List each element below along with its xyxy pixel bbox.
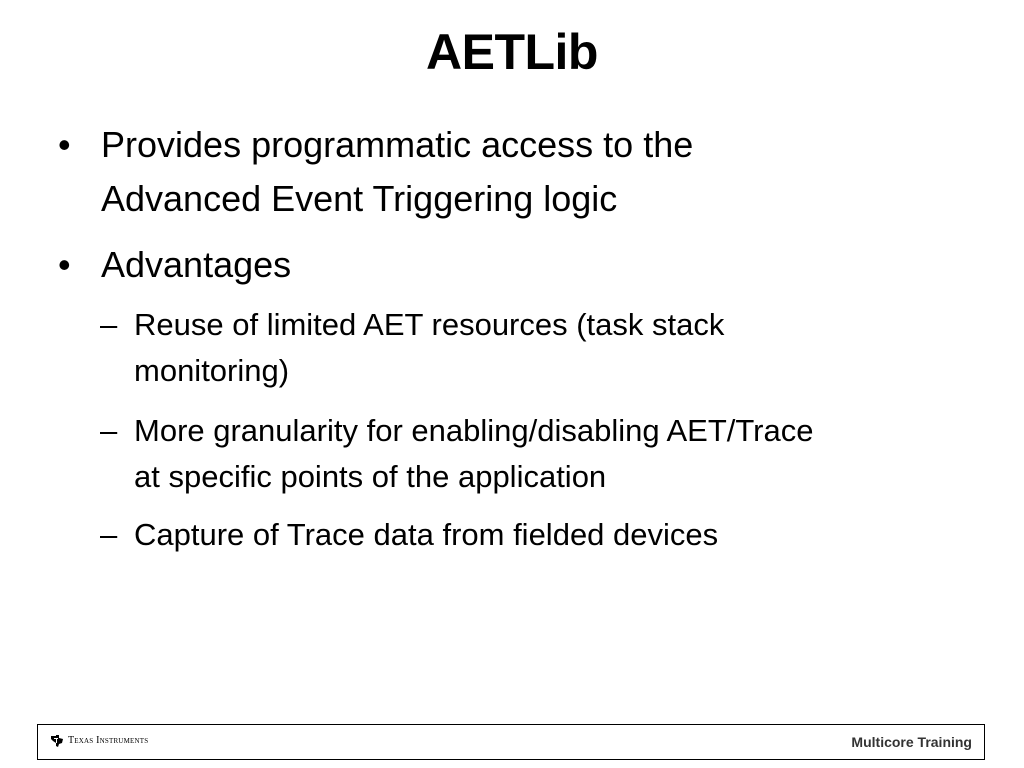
footer-course-title: Multicore Training (851, 734, 972, 750)
bullet-text-line: Provides programmatic access to the (101, 124, 694, 165)
slide-footer: Texas Instruments Multicore Training (37, 724, 985, 760)
sub-bullet-marker: – (100, 517, 118, 552)
bullet-marker: • (58, 124, 71, 165)
texas-instruments-logo: Texas Instruments (50, 734, 148, 748)
sub-bullet-text-line: Capture of Trace data from fielded devic… (134, 517, 719, 552)
sub-bullet-text-line: Reuse of limited AET resources (task sta… (134, 307, 725, 342)
bullet-text-line: Advantages (101, 244, 292, 285)
sub-bullet-text-line: More granularity for enabling/disabling … (134, 413, 814, 448)
sub-bullet-marker: – (100, 307, 118, 342)
texas-instruments-logo-icon (51, 735, 63, 747)
bullet-text-line: Advanced Event Triggering logic (101, 178, 618, 219)
texas-instruments-wordmark: Texas Instruments (68, 735, 149, 746)
sub-bullet-marker: – (100, 413, 118, 448)
slide-title: AETLib (426, 24, 598, 80)
slide-content: • Provides programmatic access to the Ad… (58, 124, 814, 552)
sub-bullet-text-line: monitoring) (134, 353, 290, 388)
bullet-marker: • (58, 244, 71, 285)
sub-bullet-text-line: at specific points of the application (134, 459, 607, 494)
